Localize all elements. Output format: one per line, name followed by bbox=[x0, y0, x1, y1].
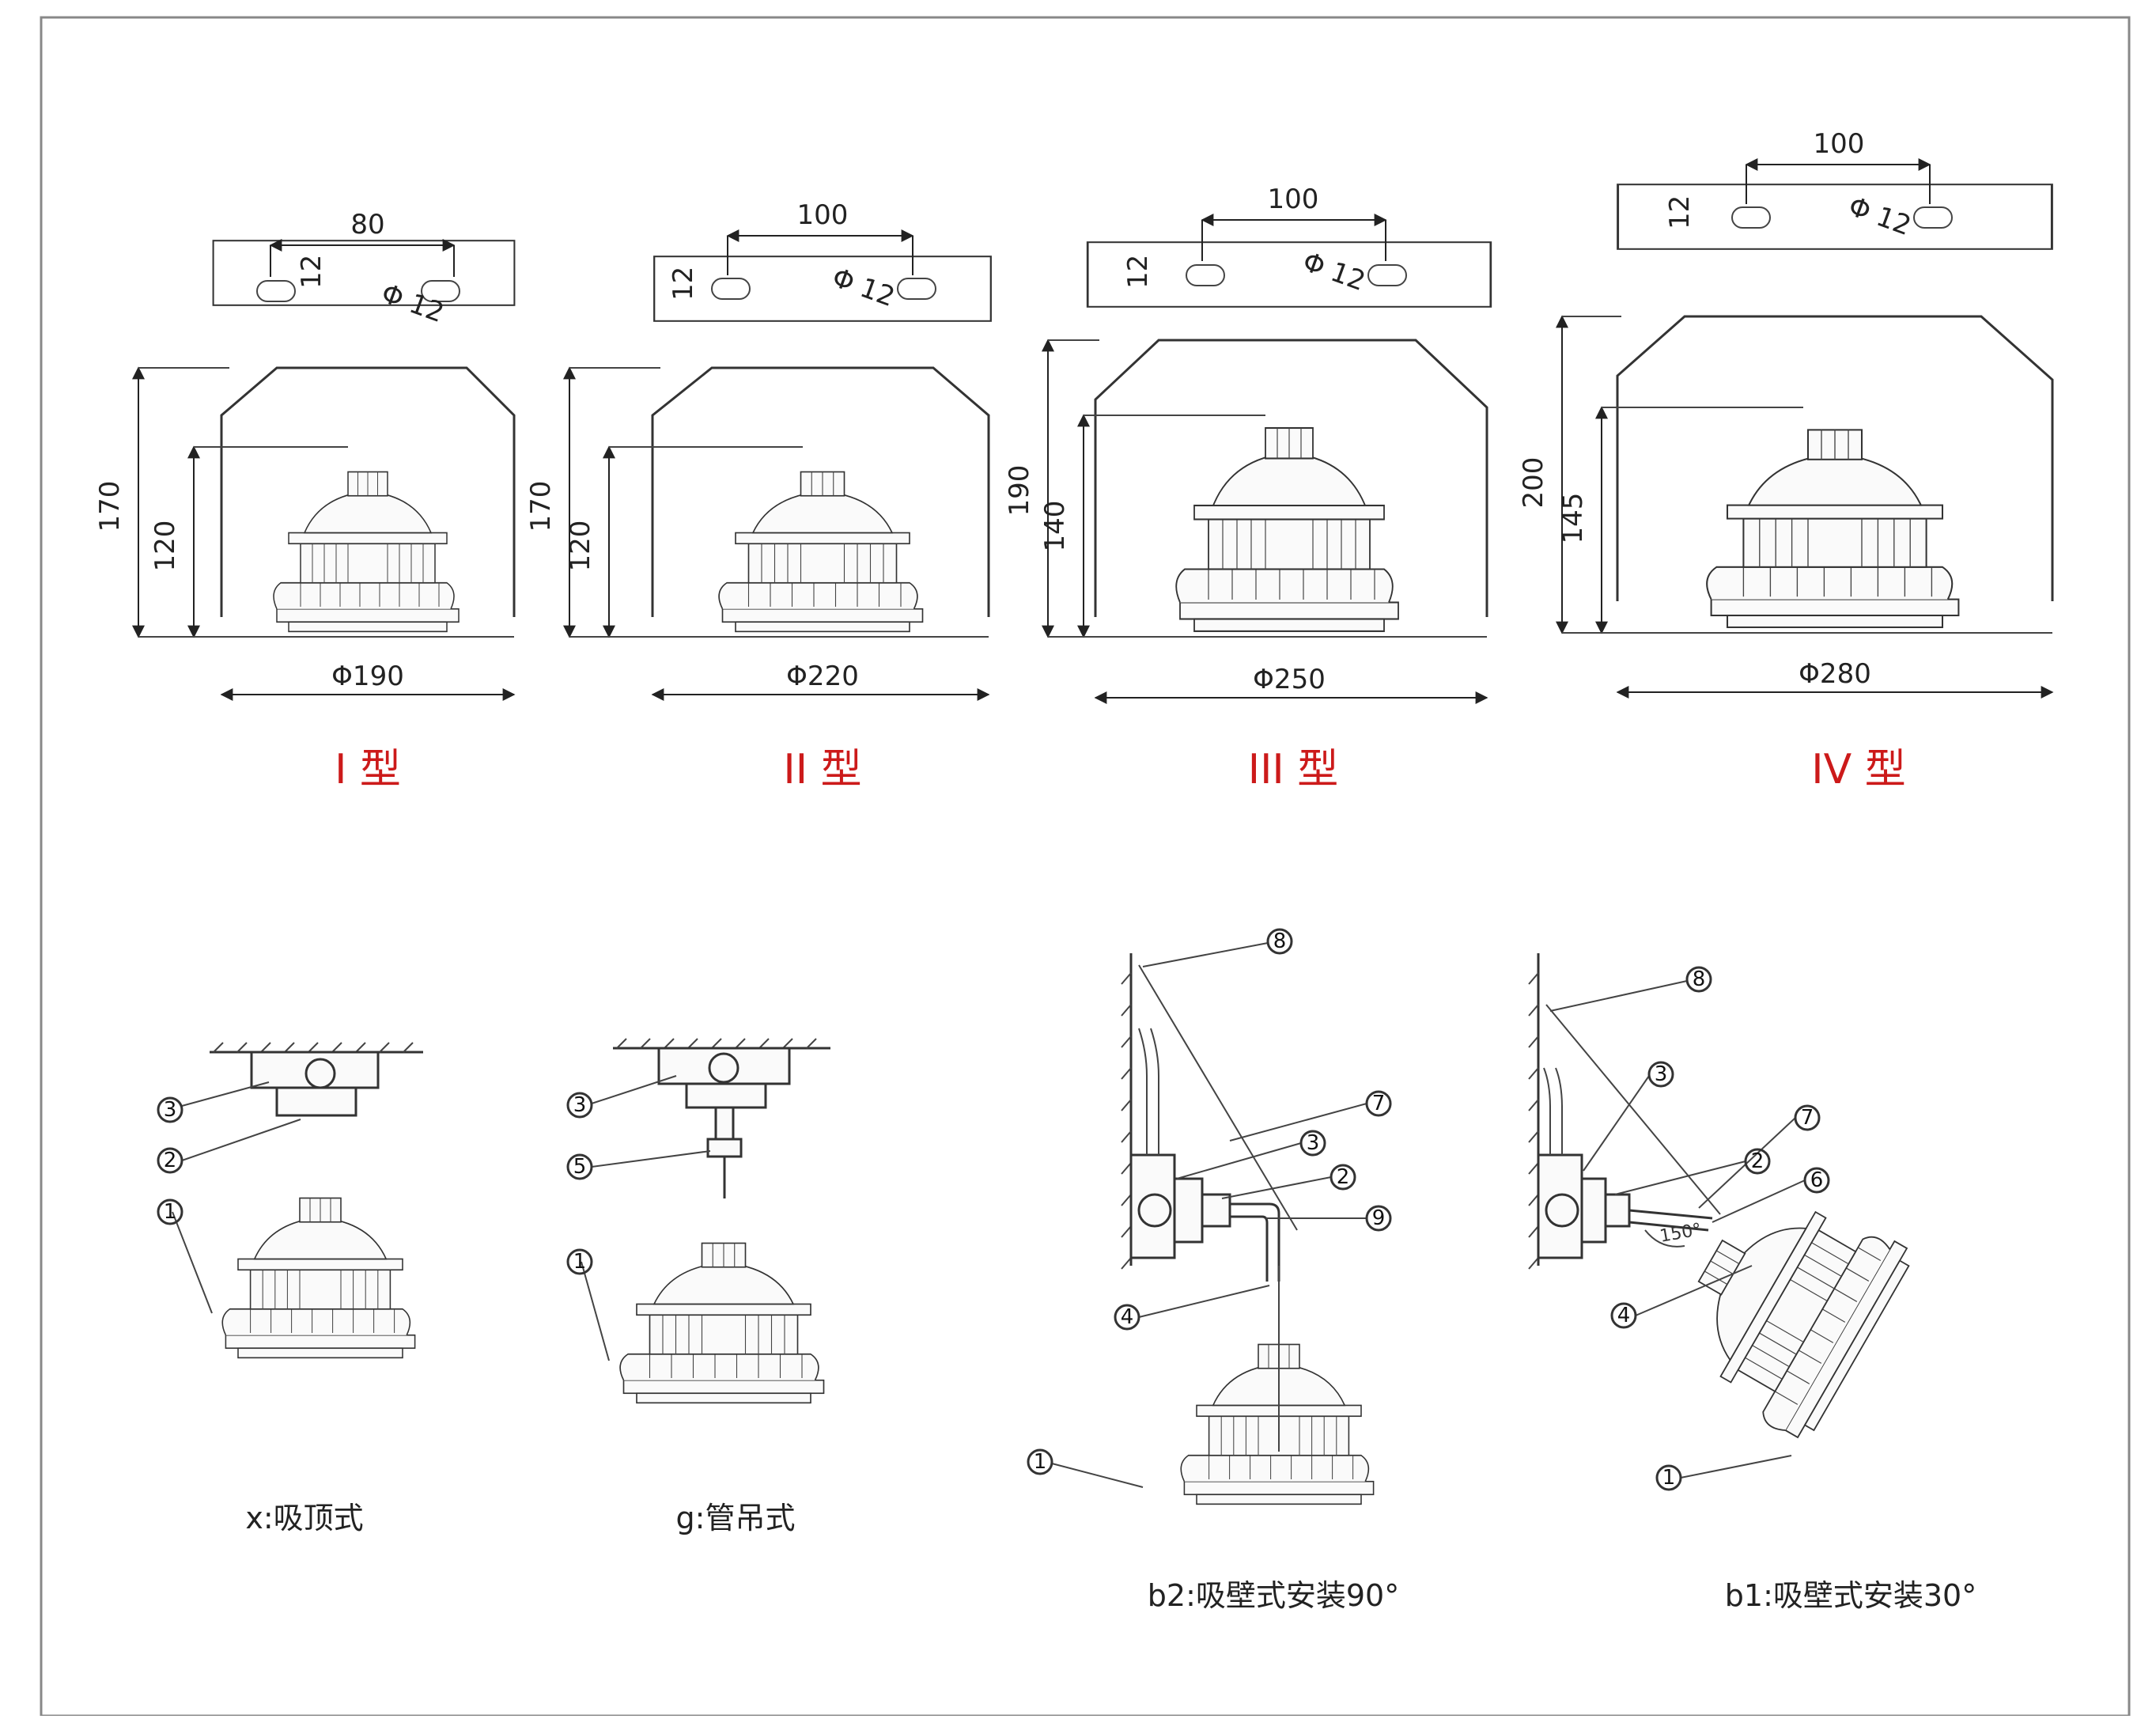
callout-8: 8 bbox=[1273, 930, 1287, 953]
type-iv-drawing: 100 12 Φ 12 200 145 Φ280 IV 型 bbox=[1518, 128, 2054, 793]
type-iii-total-height: 190 bbox=[1004, 465, 1035, 517]
type-i-arch bbox=[220, 366, 516, 617]
mount-wall90-callouts: 8 7 3 2 9 4 1 bbox=[1027, 928, 1392, 1475]
type-iv-body-height: 145 bbox=[1557, 493, 1589, 544]
callout-1: 1 bbox=[164, 1200, 177, 1224]
type-iii-arch bbox=[1094, 339, 1488, 617]
type-iv-slot: 12 bbox=[1664, 195, 1696, 229]
mount-wall30-callouts: 8 3 7 2 6 4 1 bbox=[1610, 966, 1830, 1491]
type-iv-total-height: 200 bbox=[1518, 457, 1549, 509]
type-iii-lamp bbox=[1175, 426, 1400, 632]
type-iv-hole: Φ 12 bbox=[1844, 191, 1916, 242]
callout-4: 4 bbox=[1121, 1305, 1134, 1329]
type-iii-hole: Φ 12 bbox=[1299, 246, 1370, 297]
callout-1: 1 bbox=[573, 1250, 587, 1274]
type-ii-lamp bbox=[718, 471, 924, 633]
type-i-drawing: 80 12 Φ 12 170 120 Φ190 I 型 bbox=[94, 209, 516, 793]
type-i-hole: Φ 12 bbox=[377, 278, 448, 329]
type-iii-diameter: Φ250 bbox=[1253, 664, 1326, 695]
callout-1: 1 bbox=[1662, 1466, 1676, 1490]
mount-ceiling-caption: x:吸顶式 bbox=[245, 1501, 363, 1535]
type-iv-spacing: 100 bbox=[1814, 128, 1865, 160]
callout-7: 7 bbox=[1372, 1092, 1386, 1115]
mount-ceiling-drawing bbox=[172, 1042, 423, 1359]
mount-pendant-drawing bbox=[581, 1038, 830, 1404]
callout-6: 6 bbox=[1810, 1168, 1824, 1192]
mount-ceiling-callouts: 3 2 1 bbox=[157, 1096, 183, 1225]
callout-9: 9 bbox=[1372, 1206, 1386, 1230]
mount-pendant-callouts: 3 5 1 bbox=[566, 1092, 593, 1275]
callout-2: 2 bbox=[1337, 1165, 1350, 1189]
mount-wall90-caption: b2:吸壁式安装90° bbox=[1148, 1578, 1399, 1613]
mount-pendant-caption: g:管吊式 bbox=[676, 1501, 796, 1535]
type-iii-drawing: 100 12 Φ 12 190 140 Φ250 III 型 bbox=[1004, 184, 1492, 793]
wall30-angle: 150° bbox=[1659, 1220, 1704, 1247]
type-ii-drawing: 100 12 Φ 12 170 120 Φ220 II 型 bbox=[525, 199, 992, 793]
type-ii-hole: Φ 12 bbox=[828, 262, 899, 313]
type-iv-arch bbox=[1616, 315, 2054, 601]
type-iii-label: III 型 bbox=[1248, 746, 1339, 793]
type-iii-spacing: 100 bbox=[1268, 184, 1319, 215]
type-ii-body-height: 120 bbox=[565, 521, 596, 572]
callout-7: 7 bbox=[1801, 1106, 1814, 1130]
type-i-slot: 12 bbox=[296, 255, 327, 289]
type-i-total-height: 170 bbox=[94, 481, 126, 532]
callout-3: 3 bbox=[1655, 1062, 1668, 1086]
callout-2: 2 bbox=[1751, 1149, 1765, 1173]
callout-3: 3 bbox=[573, 1093, 587, 1117]
callout-2: 2 bbox=[164, 1149, 177, 1172]
mount-wall30-drawing: 150° bbox=[1528, 953, 1917, 1479]
callout-8: 8 bbox=[1693, 967, 1706, 991]
type-ii-label: II 型 bbox=[783, 746, 861, 793]
callout-3: 3 bbox=[1307, 1131, 1320, 1155]
type-i-diameter: Φ190 bbox=[331, 661, 404, 692]
callout-4: 4 bbox=[1617, 1304, 1631, 1327]
type-i-label: I 型 bbox=[335, 746, 401, 793]
type-iii-body-height: 140 bbox=[1039, 501, 1071, 552]
type-i-lamp bbox=[273, 471, 460, 633]
type-i-spacing: 80 bbox=[350, 209, 384, 240]
mount-wall30-caption: b1:吸壁式安装30° bbox=[1725, 1578, 1976, 1613]
type-ii-slot: 12 bbox=[668, 267, 699, 301]
type-iv-label: IV 型 bbox=[1811, 746, 1905, 793]
type-iii-slot: 12 bbox=[1122, 255, 1154, 289]
type-ii-spacing: 100 bbox=[797, 199, 849, 231]
type-ii-arch bbox=[651, 366, 990, 617]
callout-1: 1 bbox=[1034, 1450, 1047, 1474]
type-ii-total-height: 170 bbox=[525, 481, 557, 532]
callout-3: 3 bbox=[164, 1098, 177, 1122]
bracket-ii bbox=[653, 256, 992, 322]
type-i-body-height: 120 bbox=[149, 521, 181, 572]
callout-5: 5 bbox=[573, 1155, 587, 1179]
type-iv-diameter: Φ280 bbox=[1799, 658, 1871, 690]
type-ii-diameter: Φ220 bbox=[786, 661, 859, 692]
type-iv-lamp bbox=[1706, 429, 1960, 628]
mount-wall90-drawing bbox=[1051, 942, 1375, 1505]
frame-border bbox=[40, 16, 2131, 1717]
